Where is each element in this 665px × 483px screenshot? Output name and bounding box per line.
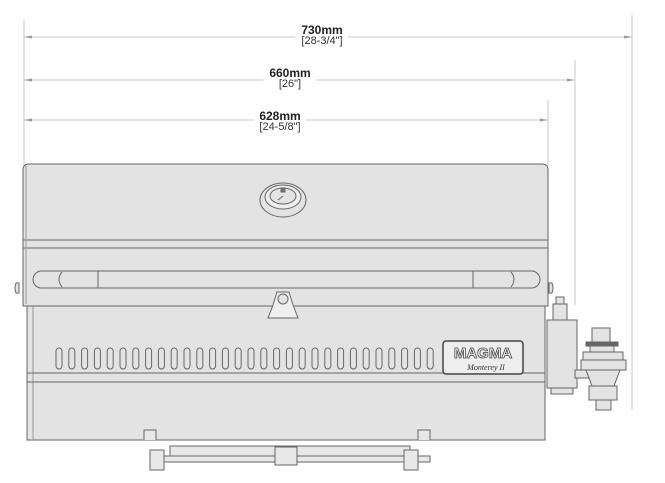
dimension-mm: 660mm <box>269 66 311 80</box>
vent-slot <box>68 347 76 370</box>
vent-slot <box>285 347 293 370</box>
vent-slot <box>93 347 101 370</box>
logo-model: Monterey II <box>466 363 505 372</box>
vent-slot <box>209 347 217 370</box>
vent-slot <box>311 347 319 370</box>
dimension-inches: [24-5/8"] <box>259 121 301 133</box>
vent-slot <box>221 347 229 370</box>
vent-slot <box>234 347 242 370</box>
vent-slot <box>132 347 140 370</box>
vent-slot <box>119 347 127 370</box>
dimension-arrows <box>24 35 632 122</box>
thermometer-gauge-icon <box>259 182 307 218</box>
dimension-label-730: 730mm [28-3/4"] <box>295 23 349 47</box>
logo-brand: MAGMA <box>454 345 512 362</box>
folding-stand <box>143 429 431 471</box>
vent-slot <box>298 347 306 370</box>
vent-slot <box>106 347 114 370</box>
vent-slots <box>55 347 434 370</box>
dimension-mm: 628mm <box>259 109 301 123</box>
dimension-label-660: 660mm [26"] <box>263 66 317 90</box>
lid-handle <box>32 270 541 289</box>
vent-slot <box>388 347 396 370</box>
vent-slot <box>375 347 383 370</box>
vent-slot <box>145 347 153 370</box>
dimension-label-628: 628mm [24-5/8"] <box>253 109 307 133</box>
vent-slot <box>183 347 191 370</box>
vent-slot <box>170 347 178 370</box>
vent-slot <box>324 347 332 370</box>
vent-slot <box>247 347 255 370</box>
vent-slot <box>260 347 268 370</box>
vent-slot <box>157 347 165 370</box>
vent-slot <box>55 347 63 370</box>
vent-slot <box>426 347 434 370</box>
lid-latch <box>267 291 299 319</box>
dimension-inches: [28-3/4"] <box>301 35 343 47</box>
rail-mount-bracket <box>546 296 627 411</box>
vent-slot <box>81 347 89 370</box>
vent-slot <box>413 347 421 370</box>
dimension-inches: [26"] <box>278 78 302 90</box>
dimension-mm: 730mm <box>301 23 343 37</box>
logo-plate <box>442 340 524 375</box>
vent-slot <box>273 347 281 370</box>
vent-slot <box>196 347 204 370</box>
vent-slot <box>337 347 345 370</box>
vent-slot <box>401 347 409 370</box>
vent-slot <box>362 347 370 370</box>
vent-slot <box>349 347 357 370</box>
